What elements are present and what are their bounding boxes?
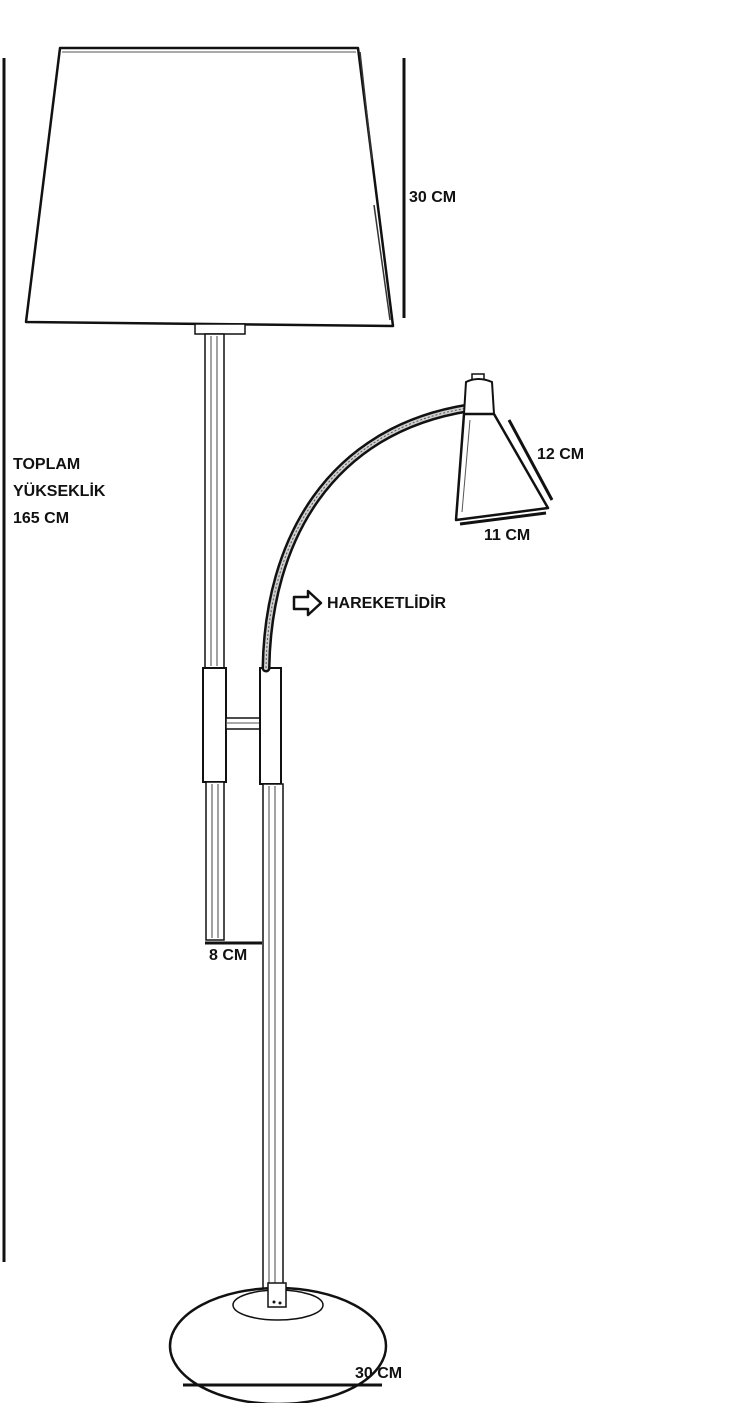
spot-height-dimension-line (507, 419, 554, 501)
main-upper-pole (204, 333, 225, 669)
base-width-label: 30 CM (355, 1365, 403, 1382)
total-height-label-line1: TOPLAM (13, 456, 81, 473)
shade-fitter (194, 323, 246, 335)
spot-width-label: 11 CM (484, 527, 531, 544)
connector-bridge (225, 717, 261, 730)
lamp-base (168, 1282, 388, 1403)
lower-left-pole (205, 781, 225, 941)
spot-height-label: 12 CM (537, 446, 585, 463)
spot-lamp-head (454, 373, 550, 522)
main-lamp-shade (24, 46, 395, 328)
gooseneck-arm (261, 403, 473, 673)
spot-width-dimension-line (459, 511, 547, 526)
movable-label: HAREKETLİDİR (327, 595, 447, 612)
right-connector-sleeve (259, 667, 282, 785)
arrow-right-outline-icon (292, 589, 323, 617)
shade-height-label: 30 CM (409, 189, 457, 206)
total-height-label-line3: 165 CM (13, 510, 70, 527)
total-height-label-line2: YÜKSEKLİK (13, 483, 106, 500)
arm-length-label: 8 CM (209, 947, 248, 964)
left-connector-sleeve (202, 667, 227, 783)
main-stand-pole (262, 783, 284, 1295)
